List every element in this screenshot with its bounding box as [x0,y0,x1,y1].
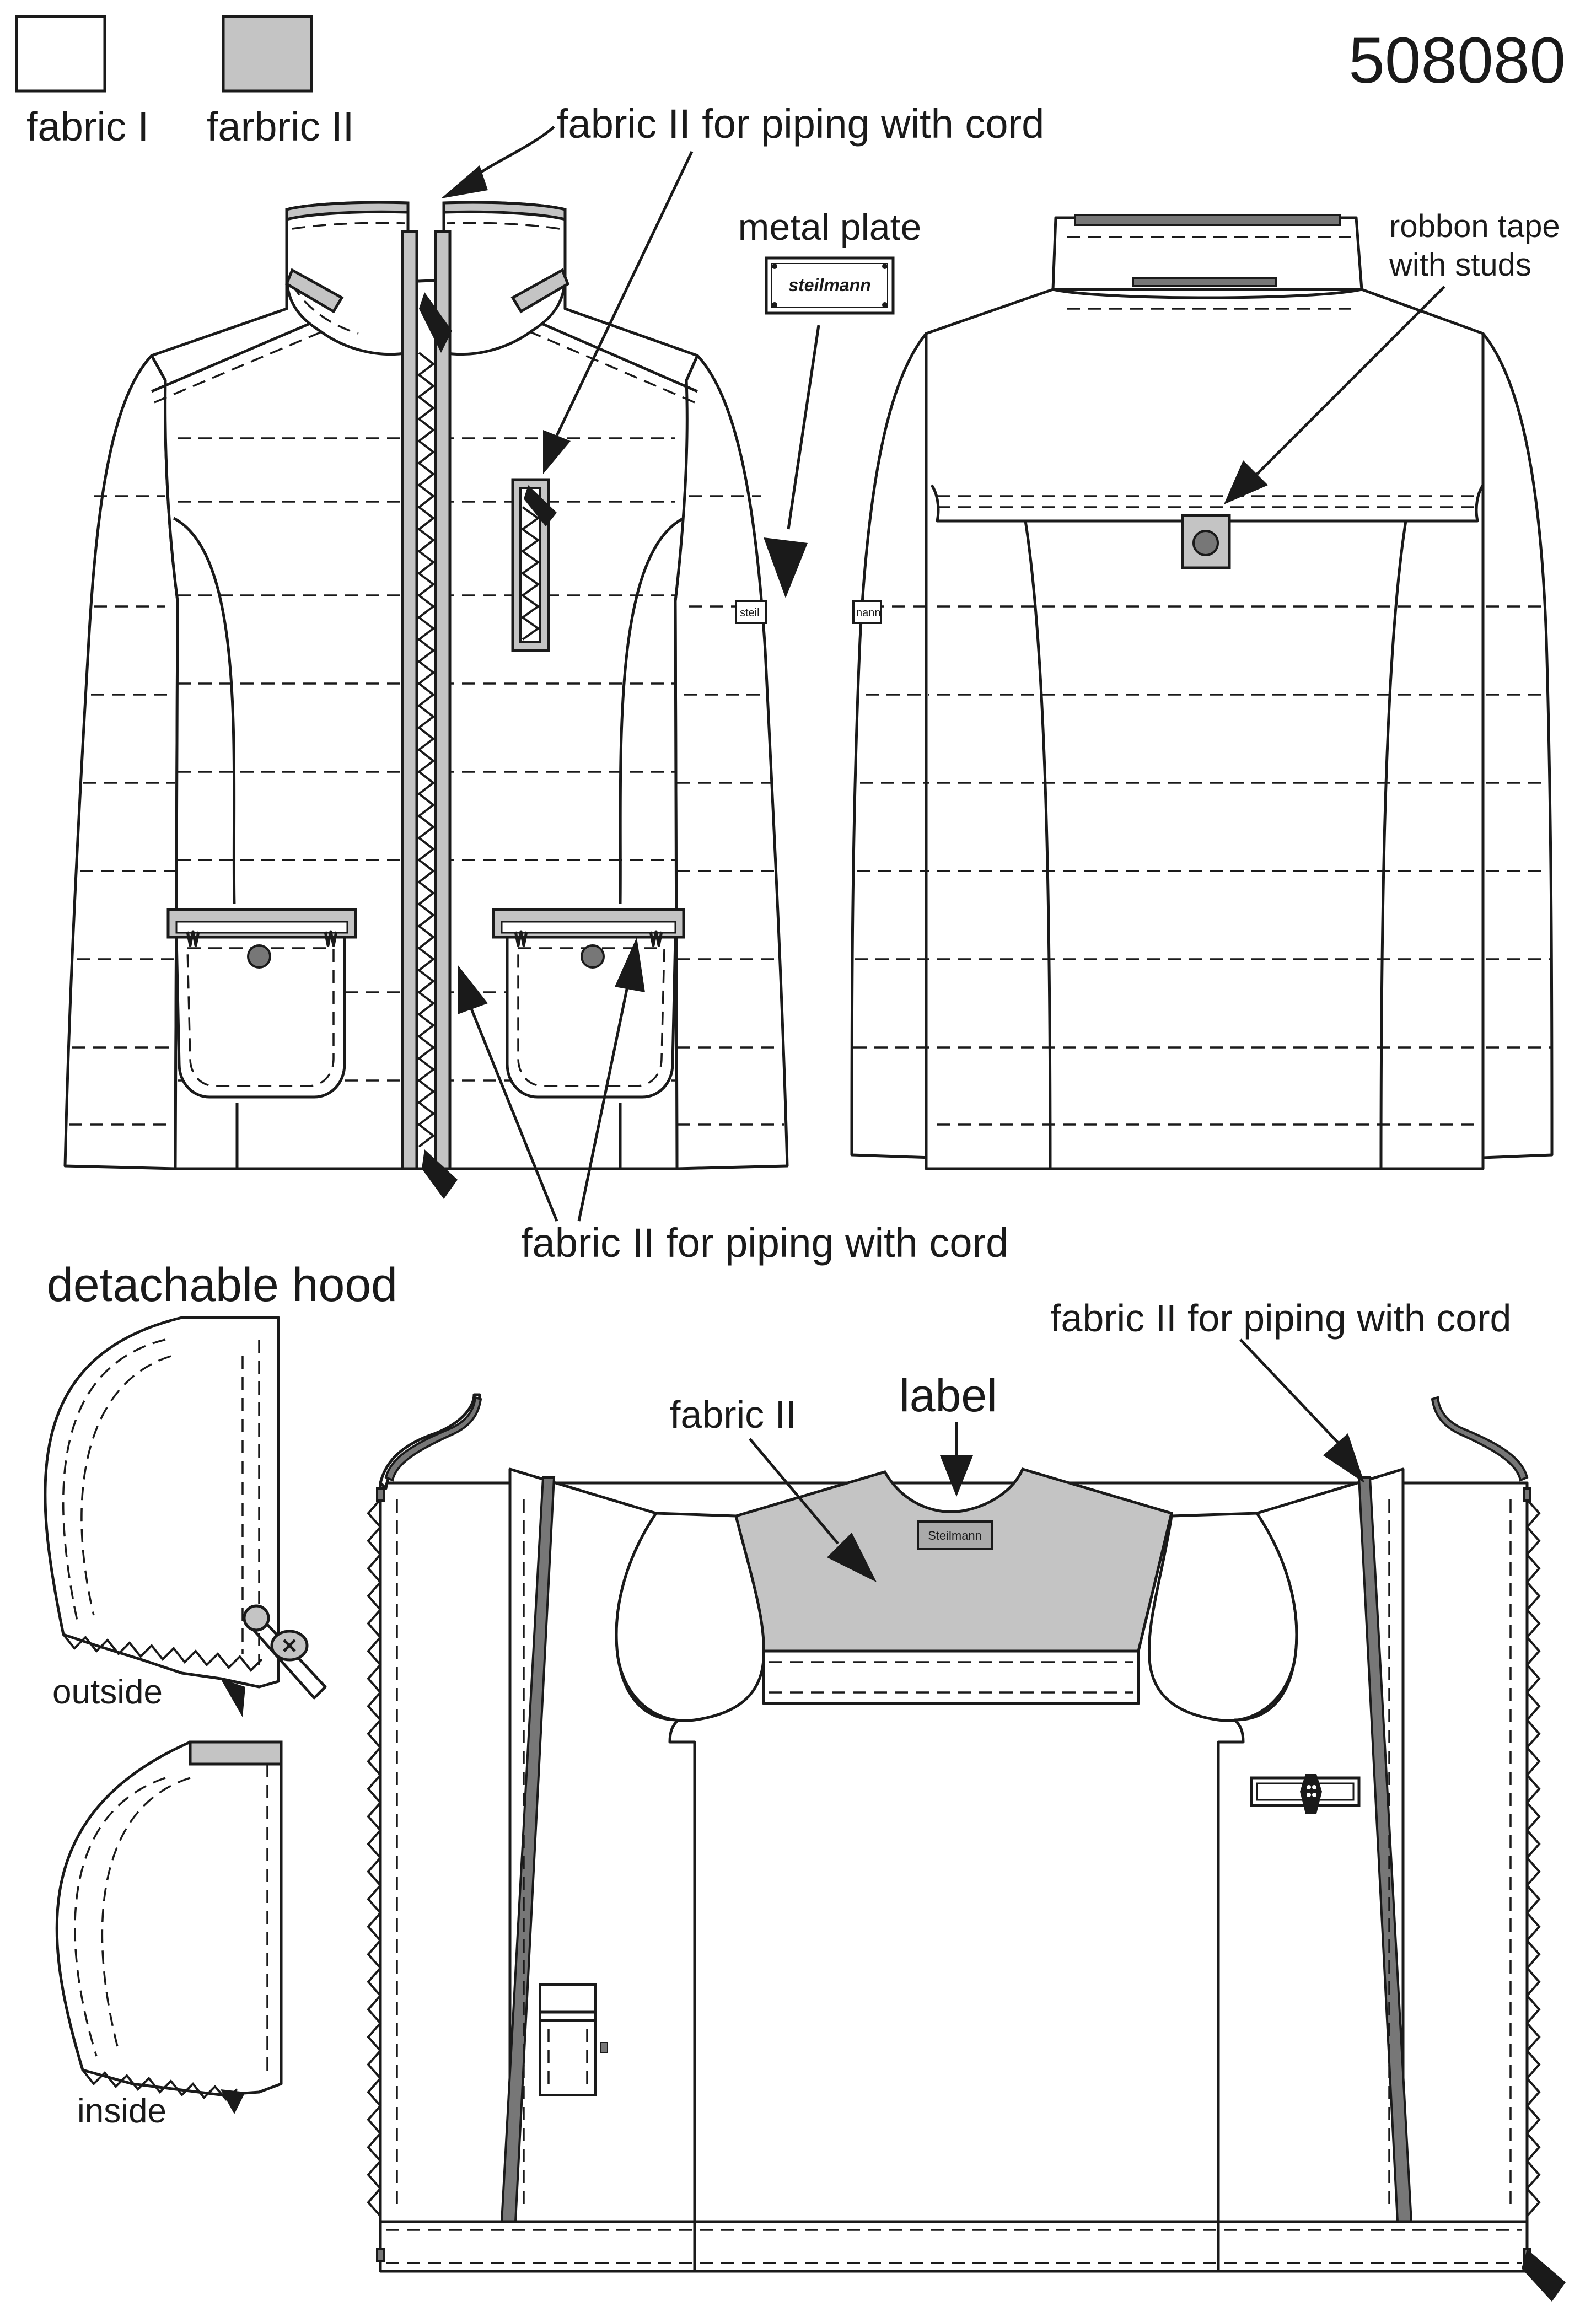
inside-view: Steilmann [367,1393,1566,2302]
front-zip-placket-left [401,230,418,1170]
front-yoke-seam-right [526,315,698,393]
back-collar-tab [1132,277,1277,287]
callout-piping-top: fabric II for piping with cord [557,101,1044,147]
chest-zipper-pull [524,485,557,526]
front-panel-seam-left [173,517,236,905]
front-sleeve-tab [735,600,767,624]
inside-left-armhole [615,1512,766,1722]
fabric-1-swatch [15,15,106,93]
back-left-sleeve [850,332,933,1159]
front-yoke-topstitch [154,327,695,404]
back-right-sleeve [1481,332,1554,1159]
inside-back-yoke [734,1467,1173,1653]
callout-piping-pockets: fabric II for piping with cord [521,1220,1008,1266]
inside-right-zipper [1525,1498,1541,2217]
back-sleeve-tab [852,600,882,624]
front-yoke-seam-left [151,315,326,393]
hood-inside-label: inside [77,2092,166,2130]
collar-tab-right [510,268,570,314]
front-zipper-teeth [417,352,436,1148]
callout-piping-inside: fabric II for piping with cord [1050,1297,1511,1340]
front-hem-line [235,1103,622,1169]
callout-ribbon-line1: robbon tape [1389,208,1560,244]
back-yoke-topstitch [937,495,1477,508]
back-view: nann [850,214,1554,1170]
collar-tab-left [284,268,344,314]
zipper-pull-bottom [422,1149,458,1199]
inside-phone-pocket [539,1983,608,2096]
back-sleeve-tab-text: nann [856,607,881,619]
hood-outside [44,1316,327,1717]
front-panel-seam-right [619,517,685,905]
ribbon-stud [1192,530,1219,556]
front-pocket-left [166,908,357,1099]
back-collar-band [1052,288,1362,299]
inside-left-zipper [367,1498,382,2217]
chest-zipper-teeth [520,506,540,641]
back-panel-seam-left [1024,520,1052,1169]
fabric-2-swatch [222,15,313,93]
back-collar-topstitch [1067,236,1351,310]
inside-zipper-pull [1522,2249,1566,2302]
inside-left-neck-piping [384,1396,482,1482]
metal-plate-label: metal plate [738,206,922,248]
inside-back-yoke-band [762,1649,1140,1705]
front-zip-placket-right [434,230,452,1170]
front-view: steil [63,201,789,1199]
inside-label-text: Steilmann [928,1529,982,1542]
back-collar-piping [1074,214,1341,226]
inside-label-patch [917,1520,993,1550]
callout-ribbon-line2: with studs [1389,247,1531,283]
back-quilting [853,605,1551,1126]
hood-inside [55,1740,283,2114]
metal-plate: metal plate steilmann [738,206,922,315]
callout-label: label [899,1369,997,1421]
fabric-2-label: farbric II [207,104,354,149]
fabric-1-label: fabric I [26,104,149,149]
hood-title: detachable hood [47,1259,397,1311]
metal-plate-badge [765,256,895,315]
metal-plate-logo: steilmann [788,275,870,295]
hood-outside-label: outside [52,1673,163,1711]
callout-arrows [441,126,1445,1582]
zipper-pull-top [419,292,452,353]
collar-piping [285,201,567,222]
back-panel-seam-right [1379,520,1407,1169]
front-pocket-right [492,908,685,1099]
inside-right-neck-piping [1431,1396,1529,1482]
back-collar [1051,216,1363,291]
inside-right-facing [1217,1467,1405,2223]
front-sleeve-tab-text: steil [740,607,760,619]
callout-inside-fabric: fabric II [670,1393,797,1436]
legend: fabric I farbric II [15,15,354,149]
back-body [925,288,1485,1170]
ribbon-tape [1181,514,1231,569]
inside-button-tab [1250,1774,1361,1814]
collar-topstitch [291,222,560,335]
style-number: 508080 [1348,24,1566,97]
